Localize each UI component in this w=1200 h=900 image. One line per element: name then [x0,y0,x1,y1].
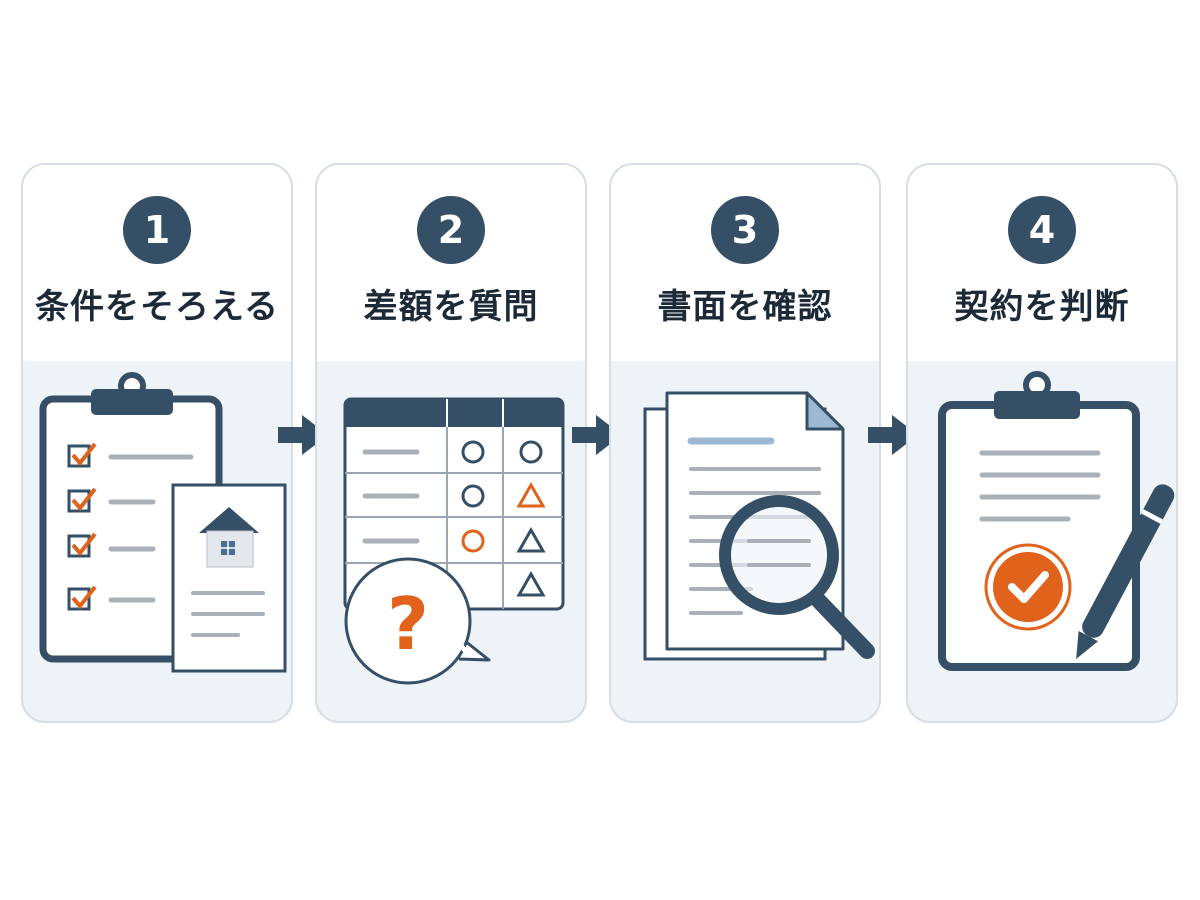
step-title: 書面を確認 [657,287,833,327]
arrow-right-icon [868,415,918,455]
step-number-badge: 3 [711,196,779,264]
step-title: 差額を質問 [363,287,539,327]
clipboard-check-pen-icon [938,371,1175,671]
step-card-4: 4 契約を判断 [906,163,1178,723]
step-card-3: 3 書面を確認 [609,163,881,723]
svg-text:?: ? [387,582,429,666]
step-card-1: 1 条件をそろえる [21,163,293,723]
step-card-2: 2 差額を質問 ? [315,163,587,723]
documents-magnifier-icon [643,391,875,661]
step-title: 契約を判断 [954,287,1130,327]
comparison-table-icon: ? [343,397,565,685]
step-number-badge: 2 [417,196,485,264]
arrow-right-icon [572,415,622,455]
step-number-badge: 4 [1008,196,1076,264]
arrow-right-icon [278,415,328,455]
checklist-clipboard-icon [39,372,287,673]
step-title: 条件をそろえる [35,287,279,327]
step-number-badge: 1 [123,196,191,264]
